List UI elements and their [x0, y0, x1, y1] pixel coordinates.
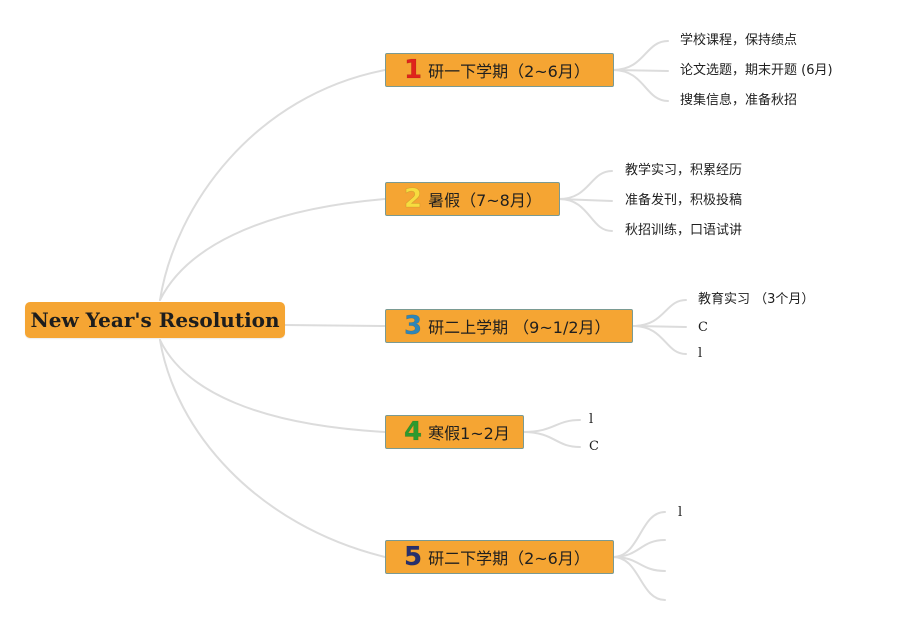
stage-5-item-1[interactable]: l: [678, 505, 683, 520]
connector-stage-5-item-2: [612, 539, 666, 558]
stage-3-item-1[interactable]: 教育实习 （3个月）: [698, 292, 815, 307]
connector-stage-5-item-4: [612, 556, 666, 601]
connector-root-stage-3: [284, 324, 386, 327]
stage-topic-3[interactable]: 3 研二上学期 （9~1/2月）: [385, 309, 633, 343]
number-4-icon: 4: [404, 417, 423, 447]
stage-topic-1-label: 研一下学期（2~6月）: [428, 62, 590, 81]
root-topic[interactable]: New Year's Resolution: [25, 302, 285, 338]
stage-3-item-3[interactable]: l: [698, 346, 703, 361]
stage-1-item-3[interactable]: 搜集信息，准备秋招: [680, 93, 798, 108]
stage-topic-4[interactable]: 4 寒假1~2月: [385, 415, 524, 449]
stage-topic-5-label: 研二下学期（2~6月）: [428, 549, 590, 568]
connector-stage-1-item-1: [612, 40, 669, 71]
connector-stage-2-item-1: [558, 170, 613, 200]
connector-stage-1-item-3: [612, 69, 669, 102]
stage-1-item-2[interactable]: 论文选题，期末开题 (6月): [680, 63, 833, 78]
stage-4-item-1[interactable]: l: [589, 412, 594, 427]
connector-root-stage-5: [159, 339, 386, 558]
stage-topic-1[interactable]: 1 研一下学期（2~6月）: [385, 53, 614, 87]
connector-stage-2-item-3: [558, 198, 613, 232]
connector-stage-3-item-3: [632, 325, 687, 355]
stage-2-item-3[interactable]: 秋招训练，口语试讲: [625, 223, 743, 238]
stage-2-item-2[interactable]: 准备发刊，积极投稿: [625, 193, 743, 208]
stage-topic-2[interactable]: 2 暑假（7~8月）: [385, 182, 560, 216]
connector-stage-4-item-1: [522, 419, 581, 433]
stage-1-item-1[interactable]: 学校课程，保持绩点: [680, 33, 798, 48]
root-topic-title: New Year's Resolution: [30, 308, 280, 332]
stage-4-item-2[interactable]: C: [589, 439, 599, 454]
stage-topic-5[interactable]: 5 研二下学期（2~6月）: [385, 540, 614, 574]
connector-stage-3-item-1: [632, 299, 687, 327]
connector-root-stage-4: [159, 339, 386, 433]
stage-topic-2-label: 暑假（7~8月）: [428, 191, 542, 210]
number-5-icon: 5: [404, 542, 423, 572]
stage-3-item-2[interactable]: C: [698, 320, 708, 335]
stage-2-item-1[interactable]: 教学实习，积累经历: [625, 163, 743, 178]
stage-topic-4-label: 寒假1~2月: [428, 424, 510, 443]
connector-stage-4-item-2: [522, 431, 581, 448]
connector-stage-5-item-1: [612, 511, 666, 558]
number-1-icon: 1: [404, 55, 423, 85]
number-2-icon: 2: [404, 184, 423, 214]
connector-root-stage-2: [159, 198, 386, 301]
connector-root-stage-1: [159, 69, 386, 301]
stage-topic-3-label: 研二上学期 （9~1/2月）: [428, 318, 611, 337]
number-3-icon: 3: [404, 311, 423, 341]
